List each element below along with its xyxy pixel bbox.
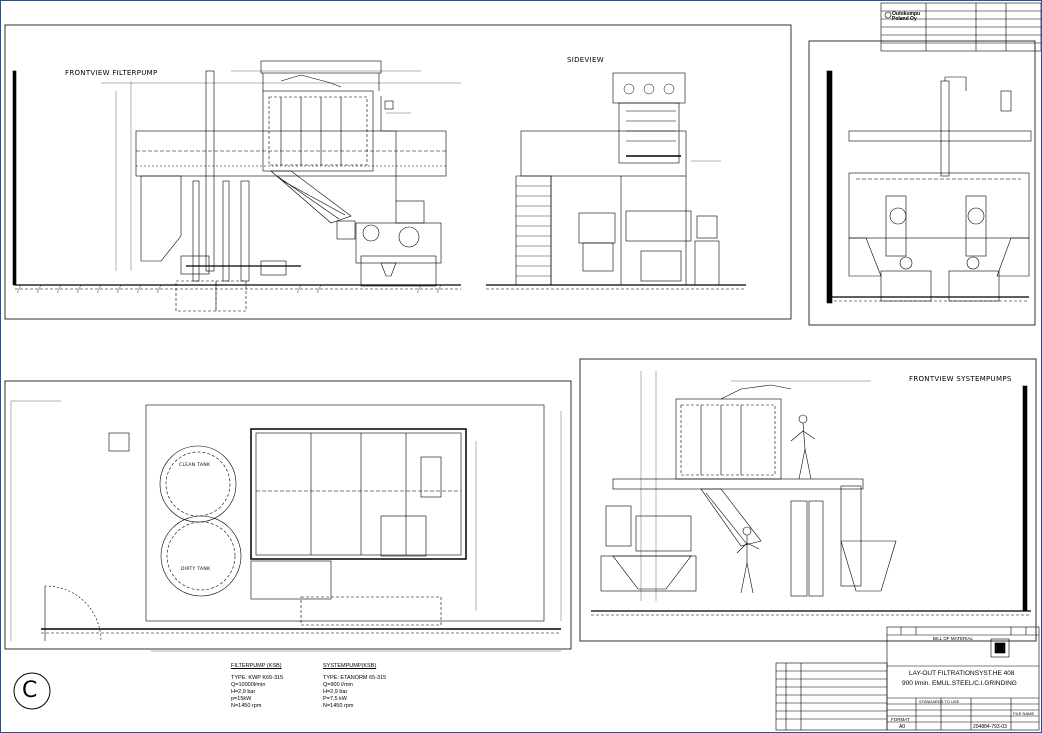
frame-top-left bbox=[4, 24, 792, 320]
company-logo-text: Outokumpu Poland Oy bbox=[892, 11, 921, 22]
drawing-number: 204884-793-03 bbox=[973, 724, 1007, 730]
frame-top-right bbox=[808, 40, 1036, 326]
filterpump-q: Q=10000l/min bbox=[231, 682, 266, 688]
filterpump-title: FILTERPUMP (KSB) bbox=[231, 663, 282, 669]
frontview-filterpump-drawing bbox=[12, 60, 461, 312]
filterpump-p: p=15kW bbox=[231, 696, 252, 702]
corner-mark-letter: C bbox=[22, 678, 38, 703]
corner-mark-circle bbox=[13, 672, 51, 710]
systempump-n: N=1450 rpm bbox=[323, 703, 354, 709]
filterpump-spec: FILTERPUMP (KSB) TYPE: KWP K65-315 Q=100… bbox=[231, 663, 283, 710]
frontview-systempumps-title: FRONTVIEW SYSTEMPUMPS bbox=[909, 375, 1012, 383]
top-title-block bbox=[880, 2, 1041, 52]
systempump-q: Q=900 l/min bbox=[323, 682, 353, 688]
format-label: FORMAT bbox=[891, 717, 910, 722]
drawing-title-line1: LAY-OUT FILTRATIONSYST.HE 408 bbox=[909, 670, 1015, 677]
topright-view-drawing bbox=[826, 70, 1032, 304]
frame-bottom-right bbox=[579, 358, 1037, 642]
plan-view-drawing bbox=[10, 400, 562, 652]
sideview-title: SIDEVIEW bbox=[567, 56, 604, 64]
bill-of-material-label: BILL OF MATERIAL bbox=[933, 636, 974, 641]
systempump-spec: SYSTEMPUMP(KSB) TYPE: ETANORM 65-315 Q=9… bbox=[323, 663, 386, 710]
systempump-p: P=7,5 kW bbox=[323, 696, 347, 702]
wall-hatch bbox=[12, 70, 17, 286]
filterpump-n: N=1450 rpm bbox=[231, 703, 262, 709]
frontview-filterpump-title: FRONTVIEW FILTERPUMP bbox=[65, 69, 158, 77]
dirty-tank-label: DIRTY TANK bbox=[181, 567, 211, 572]
filterpump-type: TYPE: KWP K65-315 bbox=[231, 675, 284, 681]
frontview-systempumps-drawing bbox=[591, 371, 1031, 616]
drawing-title-line2: 900 l/min. EMUL.STEEL/C.I.GRINDING bbox=[902, 680, 1017, 687]
person-figure-1 bbox=[790, 414, 816, 480]
systempump-title: SYSTEMPUMP(KSB) bbox=[323, 663, 377, 669]
clean-tank-label: CLEAN TANK bbox=[179, 463, 211, 468]
sideview-drawing bbox=[486, 72, 746, 290]
filterpump-h: H=2,9 bar bbox=[231, 689, 256, 695]
bottom-title-block bbox=[775, 626, 1040, 731]
standards-label: STANDARDS TO USE bbox=[919, 699, 960, 704]
frame-bottom-left bbox=[4, 380, 572, 650]
file-name-label: FILE NAME bbox=[1013, 711, 1035, 716]
systempump-type: TYPE: ETANORM 65-315 bbox=[323, 675, 387, 681]
person-figure-2 bbox=[736, 526, 760, 594]
format-value: A0 bbox=[899, 724, 906, 730]
systempump-h: H=2,9 bar bbox=[323, 689, 348, 695]
